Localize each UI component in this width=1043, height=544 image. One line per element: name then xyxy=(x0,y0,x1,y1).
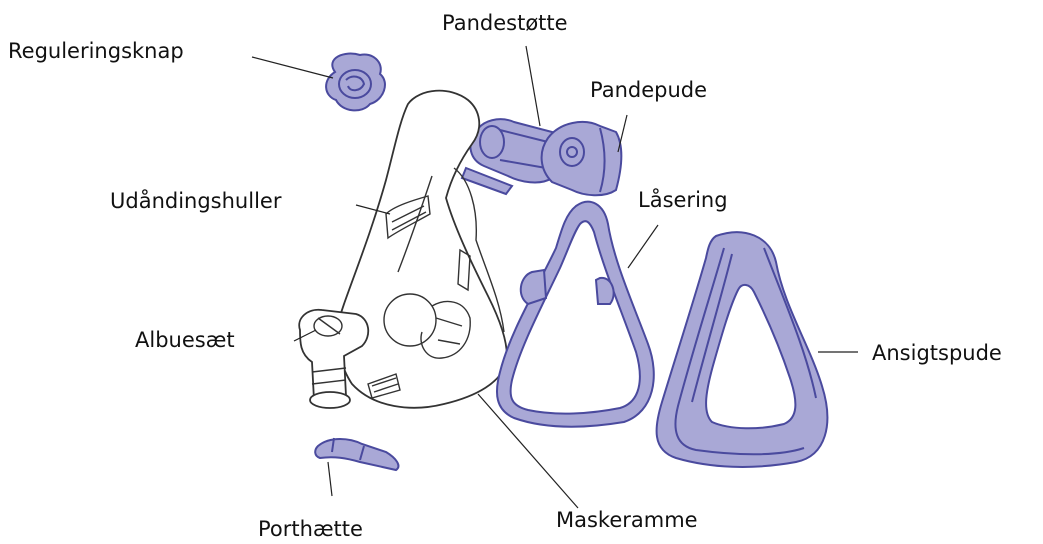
label-albuesaet: Albuesæt xyxy=(135,328,235,352)
leader-lasering xyxy=(628,225,658,268)
adjustment-knob xyxy=(326,54,385,111)
leader-porthaette xyxy=(328,462,332,496)
leader-reguleringsknap xyxy=(252,57,333,78)
label-pandepude: Pandepude xyxy=(590,78,707,102)
face-cushion xyxy=(657,232,828,467)
locking-ring xyxy=(497,202,654,427)
label-porthaette: Porthætte xyxy=(258,517,363,541)
label-ansigtspude: Ansigtspude xyxy=(872,341,1002,365)
label-pandestotte: Pandestøtte xyxy=(442,11,568,35)
label-udandingshuller: Udåndingshuller xyxy=(110,188,282,213)
leader-pandepude xyxy=(618,115,627,152)
port-cap xyxy=(315,438,398,470)
label-reguleringsknap: Reguleringsknap xyxy=(8,39,184,63)
label-lasering: Låsering xyxy=(638,187,728,212)
label-maskeramme: Maskeramme xyxy=(556,508,698,532)
leader-pandestotte xyxy=(526,46,540,126)
forehead-pad xyxy=(542,122,622,195)
